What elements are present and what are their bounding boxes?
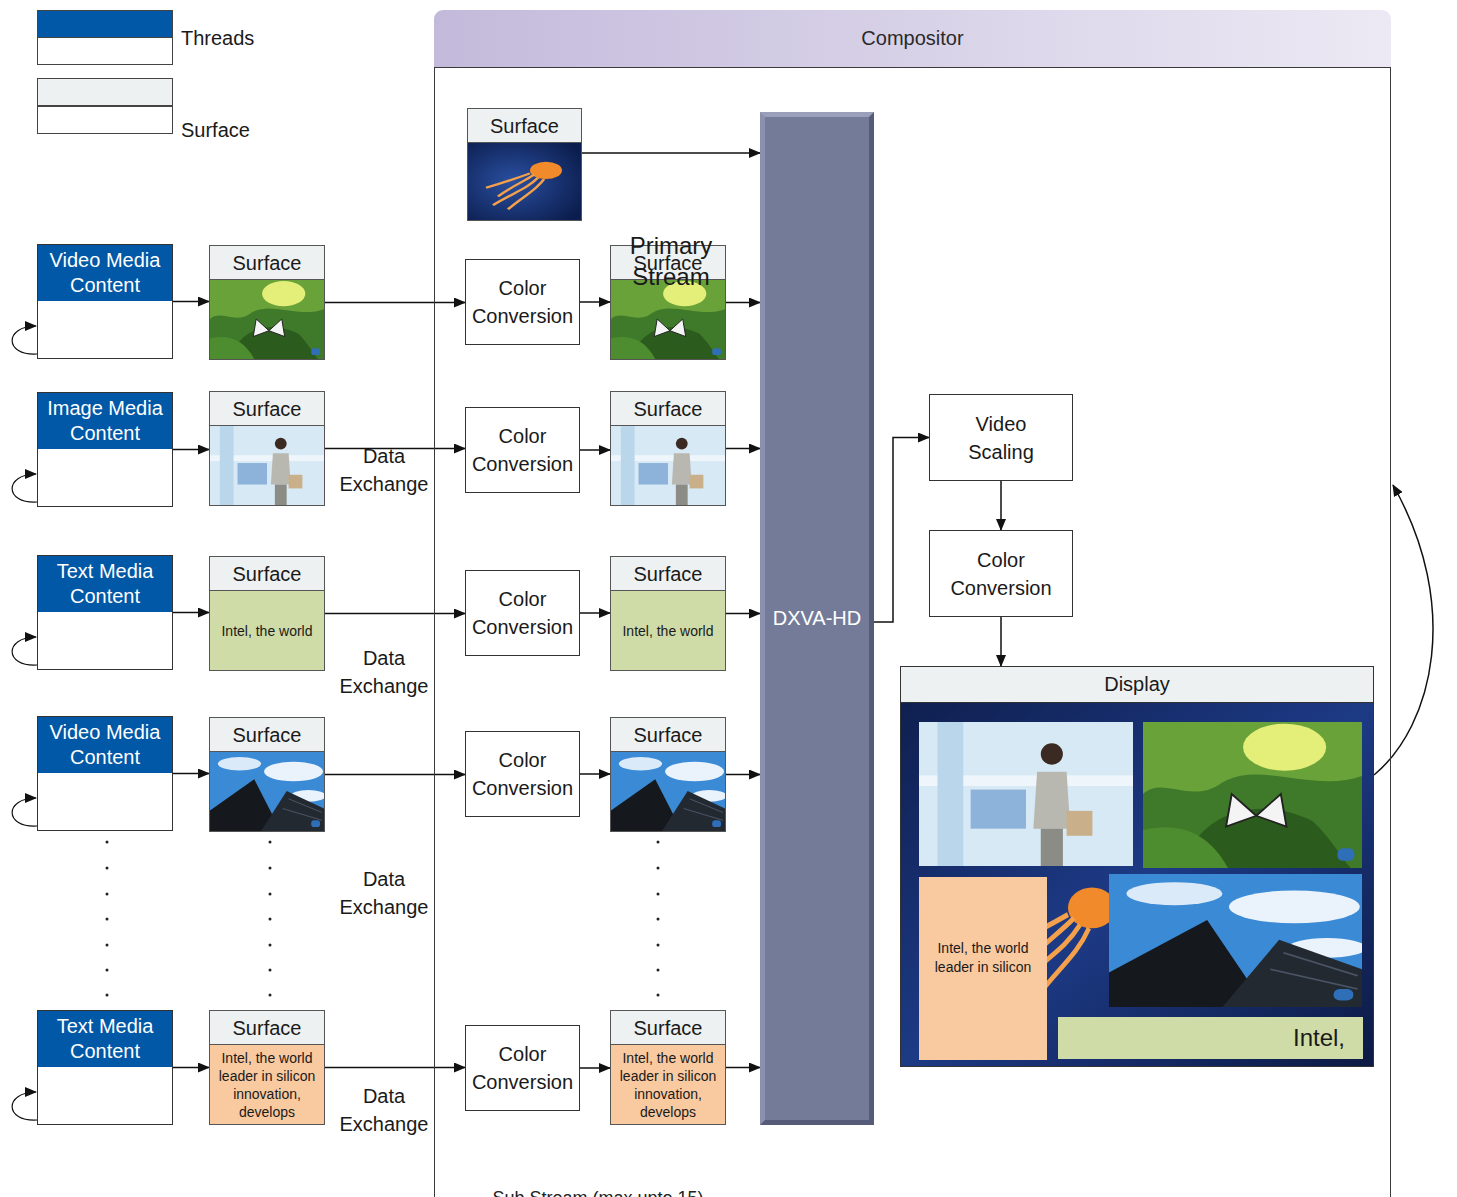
dxva-text: DXVA-HD: [765, 117, 869, 1120]
surface-box: Surface: [209, 245, 325, 360]
region-header: Compositor: [434, 10, 1391, 67]
connector: [1000, 481, 1002, 530]
surface-box: Surface: [610, 391, 726, 506]
surface-text: Intel, the world: [210, 591, 324, 670]
connector: [325, 774, 465, 776]
surface-header: Surface: [210, 392, 324, 426]
thread-box: Text Media Content: [37, 555, 173, 670]
surface-header: Surface: [611, 557, 725, 591]
surface-box: SurfaceIntel, the world: [610, 556, 726, 671]
surface-header: Surface: [611, 718, 725, 752]
edge-label: Data Exchange: [334, 865, 434, 921]
thread-box: Text Media Content: [37, 1010, 173, 1125]
process-text: Video Scaling: [930, 395, 1072, 480]
process-box: Color Conversion: [465, 570, 580, 656]
surface-box: SurfaceIntel, the world leader in silico…: [209, 1010, 325, 1125]
connector: [580, 301, 610, 303]
display-header: Display: [901, 667, 1373, 703]
connector: [726, 774, 760, 776]
surface-header: Surface: [468, 109, 581, 143]
surface-header: Surface: [210, 246, 324, 280]
edge-label: Data Exchange: [334, 644, 434, 700]
surface-box: Surface: [209, 717, 325, 832]
connector: [173, 773, 209, 775]
thread-box: Video Media Content: [37, 716, 173, 831]
edge-label: Data Exchange: [334, 1082, 434, 1138]
surface-box: SurfaceIntel, the world: [209, 556, 325, 671]
edge-label: Data Exchange: [334, 442, 434, 498]
surface-box: Surface: [610, 245, 726, 360]
surface-box: Surface: [209, 391, 325, 506]
connector: [580, 449, 610, 451]
process-box: Video Scaling: [929, 394, 1073, 481]
surface-header: Surface: [210, 718, 324, 752]
display-panel: DisplayIntel, the world leader in silico…: [900, 666, 1374, 1067]
connector: [325, 302, 465, 304]
thread-box: Image Media Content: [37, 392, 173, 507]
surface-header: Surface: [210, 1011, 324, 1045]
surface-box: Surface: [610, 717, 726, 832]
connector: [1374, 485, 1433, 775]
surface-text: Intel, the world leader in silicon innov…: [611, 1045, 725, 1124]
thread-header: Image Media Content: [38, 393, 172, 449]
connector: [582, 152, 760, 154]
connector: [580, 1067, 610, 1069]
surface-box: Surface: [467, 108, 582, 221]
process-text: Color Conversion: [466, 1026, 579, 1110]
surface-header: Surface: [210, 557, 324, 591]
process-box: Color Conversion: [465, 407, 580, 493]
process-box: Color Conversion: [465, 731, 580, 817]
surface-text: Intel, the world: [611, 591, 725, 670]
connector: [580, 612, 610, 614]
caption-label: Sub Stream (max upto 15): [468, 1186, 728, 1197]
connector: [726, 448, 760, 450]
compositor-region: CompositorSurfaceColor ConversionSurface…: [434, 10, 1391, 1197]
thread-header: Video Media Content: [38, 717, 172, 773]
process-box: Color Conversion: [465, 259, 580, 345]
connector: [325, 613, 465, 615]
connector: [1000, 617, 1002, 666]
legend-swatch: [37, 10, 173, 65]
surface-text: Intel, the world leader in silicon innov…: [210, 1045, 324, 1124]
process-box: Color Conversion: [929, 530, 1073, 617]
overlay-text: Intel, the world leader in silicon: [919, 877, 1047, 977]
surface-box: SurfaceIntel, the world leader in silico…: [610, 1010, 726, 1125]
process-box: Color Conversion: [465, 1025, 580, 1111]
dxva-bar: DXVA-HD: [760, 112, 874, 1125]
text-ticker: Intel,: [1058, 1017, 1363, 1059]
connector: [173, 301, 209, 303]
surface-header: Surface: [611, 392, 725, 426]
process-text: Color Conversion: [466, 571, 579, 655]
connector: [726, 302, 760, 304]
text-overlay: Intel, the world leader in silicon: [919, 877, 1047, 1060]
connector: [173, 612, 209, 614]
surface-header: Surface: [611, 1011, 725, 1045]
thread-header: Text Media Content: [38, 1011, 172, 1067]
process-text: Color Conversion: [466, 260, 579, 344]
connector: [874, 438, 929, 623]
thread-box: Video Media Content: [37, 244, 173, 359]
process-text: Color Conversion: [466, 732, 579, 816]
thread-header: Video Media Content: [38, 245, 172, 301]
connector: [726, 1067, 760, 1069]
process-text: Color Conversion: [930, 531, 1072, 616]
thread-header: Text Media Content: [38, 556, 172, 612]
connector: [173, 449, 209, 451]
ticker-text: Intel,: [1058, 1017, 1363, 1059]
legend-swatch: [37, 78, 173, 134]
connector: [580, 773, 610, 775]
connector: [726, 613, 760, 615]
connector: [325, 1067, 465, 1069]
edge-label: Primary Stream: [616, 230, 726, 292]
connector: [173, 1067, 209, 1069]
process-text: Color Conversion: [466, 408, 579, 492]
